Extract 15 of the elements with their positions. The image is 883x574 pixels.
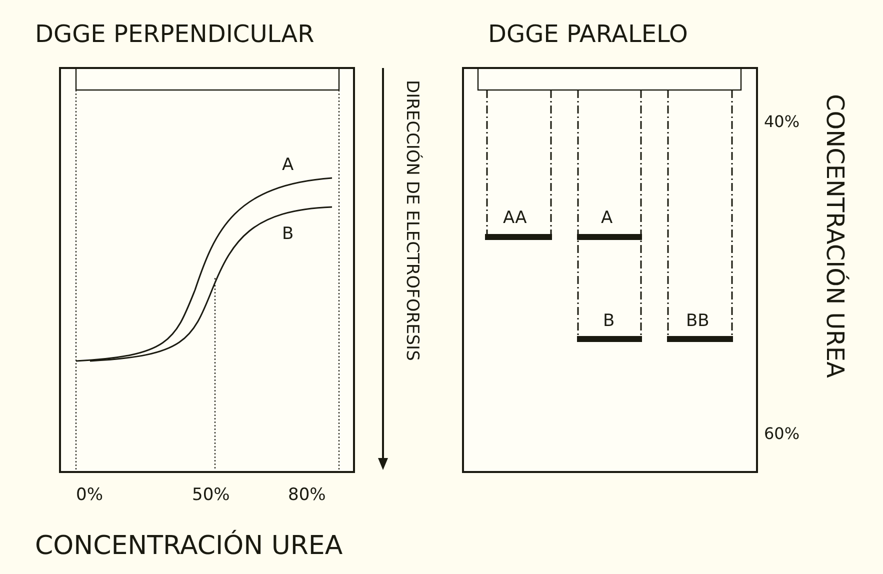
- tick-label: 0%: [76, 487, 103, 504]
- panel-heading: DGGE PARALELO: [488, 22, 688, 46]
- band-label: AA: [503, 210, 527, 227]
- curve-label: A: [282, 157, 294, 174]
- panel-heading: DGGE PERPENDICULAR: [35, 22, 314, 46]
- tick-label: 60%: [764, 426, 800, 442]
- axis-title: DIRECCIÓN DE ELECTROFORESIS: [403, 80, 420, 361]
- band-label: A: [601, 210, 613, 227]
- axis-title: CONCENTRACIÓN UREA: [823, 94, 847, 378]
- tick-label: 80%: [288, 487, 326, 504]
- band-label: B: [603, 313, 615, 330]
- curve-label: B: [282, 226, 294, 243]
- tick-label: 50%: [192, 487, 230, 504]
- band-label: BB: [686, 313, 710, 330]
- tick-label: 40%: [764, 114, 800, 130]
